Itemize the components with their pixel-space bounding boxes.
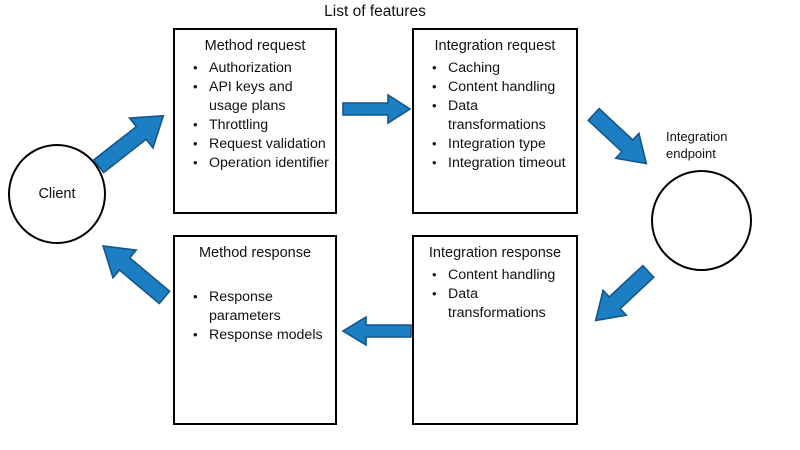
node-client-label: Client — [38, 186, 76, 202]
node-integration-endpoint-label: Integration endpoint — [666, 128, 776, 162]
node-integration-endpoint-label-line1: Integration — [666, 129, 728, 144]
box-integration-request-title: Integration request — [434, 38, 556, 54]
list-item: Response parameters — [191, 287, 329, 326]
node-integration-endpoint-label-line2: endpoint — [666, 146, 716, 161]
box-integration-request[interactable]: Integration request Caching Content hand… — [412, 28, 578, 214]
arrow-integration-response-to-method-response — [340, 315, 412, 347]
box-method-request[interactable]: Method request Authorization API keys an… — [173, 28, 337, 214]
list-item: Response models — [191, 325, 329, 345]
list-item: Integration timeout — [430, 153, 570, 173]
box-integration-request-list: Caching Content handling Data transforma… — [414, 58, 576, 173]
arrow-endpoint-to-integration-response — [584, 258, 660, 334]
box-integration-response-list: Content handling Data transformations — [414, 265, 576, 323]
list-item: Throttling — [191, 115, 329, 135]
box-method-request-title: Method request — [204, 38, 306, 54]
list-item: Authorization — [191, 58, 329, 78]
list-item: Data transformations — [430, 96, 570, 135]
list-item: Integration type — [430, 134, 570, 154]
arrow-method-request-to-integration-request — [342, 93, 412, 125]
list-item: Data transformations — [430, 284, 570, 323]
arrow-integration-request-to-endpoint — [582, 103, 658, 175]
list-item: API keys and usage plans — [191, 77, 329, 116]
diagram-title: List of features — [324, 3, 426, 20]
list-item: Request validation — [191, 134, 329, 154]
list-item: Content handling — [430, 265, 570, 285]
node-integration-endpoint[interactable] — [651, 170, 752, 271]
box-method-request-list: Authorization API keys and usage plans T… — [175, 58, 335, 173]
arrow-client-to-method-request — [88, 108, 174, 174]
list-item: Operation identifier — [191, 153, 329, 173]
list-item: Content handling — [430, 77, 570, 97]
box-method-response[interactable]: Method response Response parameters Resp… — [173, 235, 337, 425]
list-item: Caching — [430, 58, 570, 78]
box-integration-response-title: Integration response — [428, 245, 562, 261]
box-method-response-title: Method response — [198, 245, 312, 261]
arrow-method-response-to-client — [90, 233, 176, 309]
node-client[interactable]: Client — [8, 144, 106, 244]
box-integration-response[interactable]: Integration response Content handling Da… — [412, 235, 578, 425]
box-method-response-list: Response parameters Response models — [175, 287, 335, 345]
